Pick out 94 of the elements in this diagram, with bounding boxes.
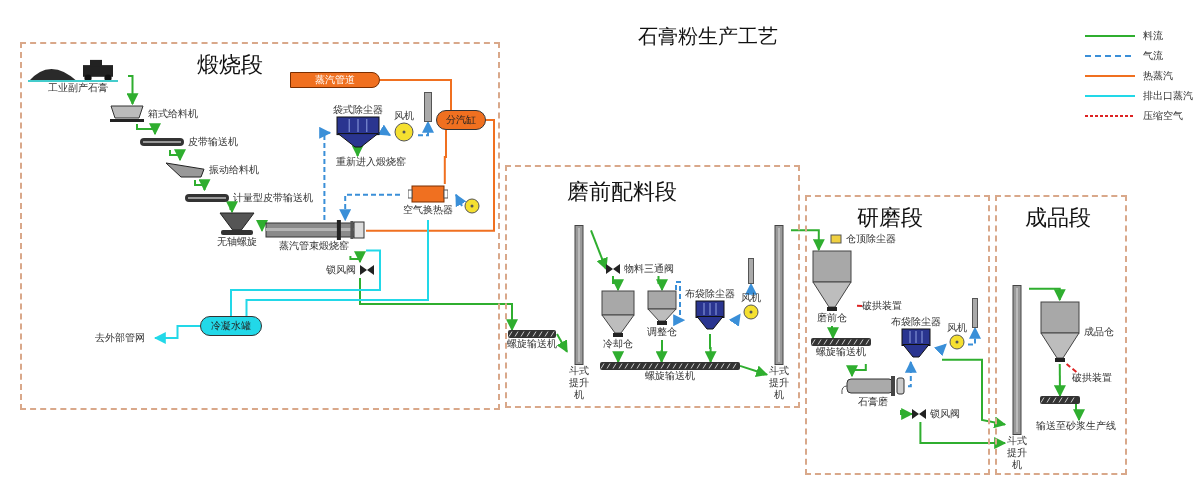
equipment-label: 螺旋输送机	[645, 370, 695, 382]
equipment-label: 螺旋输送机	[816, 346, 866, 358]
flow-arrow	[656, 275, 668, 292]
flow-arrow	[590, 229, 608, 271]
equipment-label: 风机	[394, 110, 414, 122]
equipment-label: 锁风阀	[326, 264, 356, 276]
section-title: 成品段	[1025, 205, 1091, 231]
flow-arrow	[739, 364, 769, 377]
flow-arrow	[256, 220, 268, 232]
flow-label: 输送至砂浆生产线	[1036, 420, 1122, 434]
equipment-label: 斗式提升机	[768, 365, 790, 401]
equipment-label: 袋式除尘器	[333, 104, 383, 116]
pipe-line	[245, 219, 429, 317]
steam-pipe: 蒸汽管道	[290, 72, 380, 88]
flow-arrow	[1053, 363, 1066, 398]
equipment-label: 箱式给料机	[148, 108, 198, 120]
flow-label: 破拱装置	[1072, 372, 1116, 384]
equipment-label: 蒸汽管束煅烧窑	[279, 240, 349, 252]
equipment-label: 计量型皮带输送机	[233, 192, 313, 204]
flow-arrow	[790, 229, 825, 252]
flow-arrow	[1028, 287, 1066, 302]
section-frame	[995, 195, 1127, 475]
legend-label: 排出口蒸汽	[1143, 90, 1193, 102]
flow-label: 去外部管网	[95, 332, 155, 344]
section-frame	[20, 42, 500, 410]
flow-arrow	[226, 201, 238, 214]
flow-arrow	[455, 193, 467, 208]
legend-label: 料流	[1143, 30, 1163, 42]
section-title: 研磨段	[857, 205, 923, 231]
tank: 冷凝水罐	[200, 316, 262, 336]
flow-label: 破拱装置	[862, 300, 906, 312]
legend-label: 压缩空气	[1143, 110, 1183, 122]
pipe-line	[443, 129, 447, 185]
legend-label: 气流	[1143, 50, 1163, 62]
flow-arrow	[349, 251, 366, 264]
equipment-label: 皮带输送机	[188, 136, 238, 148]
flow-arrow	[136, 123, 161, 136]
equipment-label: 工业副产石膏	[48, 82, 108, 94]
pipe-line	[1065, 363, 1078, 373]
equipment-label: 成品仓	[1084, 326, 1114, 338]
equipment-label: 空气换热器	[403, 204, 453, 216]
equipment-label: 仓顶除尘器	[846, 233, 896, 245]
pipe-line	[230, 249, 381, 317]
equipment-label: 斗式提升机	[568, 365, 590, 401]
flow-arrow	[745, 282, 757, 295]
flow-arrow	[194, 179, 211, 192]
pipe-line	[365, 119, 495, 232]
flow-arrow	[1073, 403, 1085, 422]
flow-arrow	[826, 325, 839, 340]
flow-arrow	[359, 277, 518, 332]
section-frame	[805, 195, 990, 475]
flow-arrow	[339, 193, 401, 222]
flow-arrow	[900, 408, 914, 420]
equipment-label: 无轴螺旋	[217, 236, 257, 248]
flow-arrow	[556, 332, 568, 353]
flow-arrow	[919, 421, 1007, 450]
tank: 分汽缸	[436, 110, 486, 130]
equipment-label: 石膏磨	[858, 396, 888, 408]
equipment-label: 振动给料机	[209, 164, 259, 176]
equipment-label: 物料三通阀	[624, 263, 674, 275]
equipment-label: 风机	[947, 322, 967, 334]
flow-arrow	[846, 363, 867, 378]
pipe-line	[379, 79, 452, 111]
equipment-label: 布袋除尘器	[685, 288, 735, 300]
flow-arrow	[904, 360, 917, 388]
section-frame	[505, 165, 800, 408]
flow-label: 重新进入煅烧窑	[336, 156, 408, 168]
flow-arrow	[728, 313, 741, 327]
flow-arrow	[967, 326, 981, 346]
equipment-label: 磨前仓	[817, 312, 847, 324]
flow-arrow	[704, 333, 717, 364]
section-title: 磨前配料段	[567, 179, 677, 205]
diagram-title: 石膏粉生产工艺	[638, 24, 778, 48]
equipment-label: 风机	[741, 292, 761, 304]
flow-arrow	[941, 358, 1007, 429]
flow-arrow	[612, 351, 625, 364]
equipment-label: 调整仓	[647, 326, 677, 338]
flow-arrow	[673, 281, 686, 327]
equipment-label: 锁风阀	[930, 408, 960, 420]
section-title: 煅烧段	[197, 52, 263, 78]
flow-arrow	[934, 343, 947, 357]
equipment-label: 冷却仓	[603, 338, 633, 350]
flow-arrow	[417, 120, 434, 137]
equipment-label: 螺旋输送机	[507, 338, 557, 350]
flow-arrow	[351, 145, 364, 158]
equipment-label: 布袋除尘器	[891, 316, 941, 328]
flow-arrow	[612, 275, 624, 292]
flow-arrow	[153, 325, 201, 344]
flow-arrow	[126, 75, 139, 106]
flow-arrow	[169, 149, 186, 162]
legend-label: 热蒸汽	[1143, 70, 1173, 82]
equipment-label: 斗式提升机	[1006, 435, 1028, 471]
flow-arrow	[319, 126, 332, 221]
flow-arrow	[655, 339, 668, 364]
